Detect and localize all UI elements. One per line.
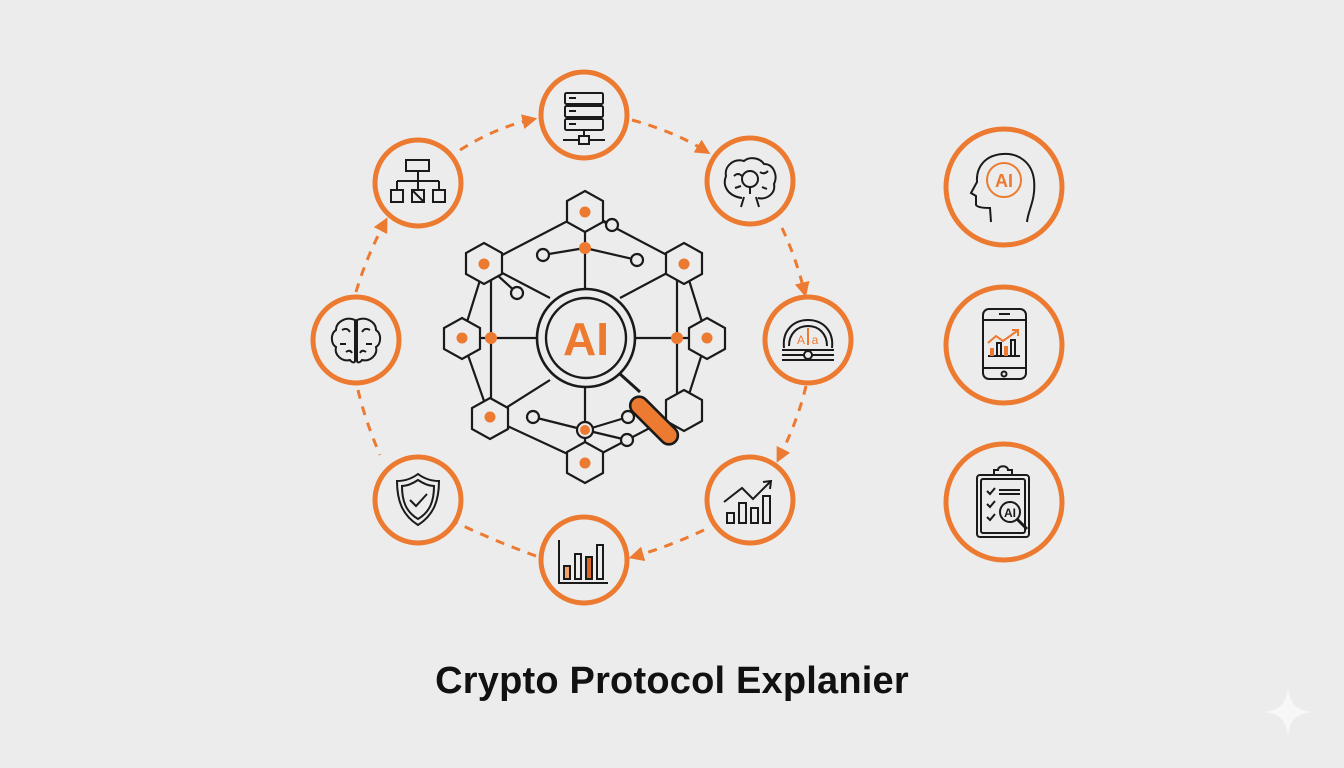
node-mobile-analytics[interactable] (943, 284, 1065, 406)
center-ai-label: AI (563, 313, 609, 365)
node-brain[interactable] (310, 294, 402, 386)
hierarchy-icon (390, 159, 446, 203)
brain-circuit-icon (723, 157, 777, 208)
svg-text:a: a (812, 333, 819, 347)
growth-chart-icon (723, 479, 773, 524)
ai-gauge-icon: A a (782, 318, 834, 361)
sparkle-icon (1264, 688, 1312, 736)
svg-text:A: A (797, 333, 805, 347)
node-shield[interactable] (372, 454, 464, 546)
bar-chart-icon (558, 540, 608, 584)
node-server[interactable] (538, 69, 630, 161)
node-ai-head[interactable]: AI (943, 126, 1065, 248)
page-title: Crypto Protocol Explanier (435, 660, 909, 702)
svg-text:AI: AI (995, 171, 1013, 191)
svg-text:AI: AI (1004, 506, 1016, 520)
node-ai-gauge[interactable]: A a (762, 294, 854, 386)
server-rack-icon (563, 92, 605, 145)
central-network[interactable]: AI (442, 189, 727, 485)
node-bar-chart[interactable] (538, 514, 630, 606)
brain-icon (330, 317, 382, 364)
node-org-chart[interactable] (372, 137, 464, 229)
clipboard-ai-icon: AI (976, 465, 1030, 538)
cycle-arrows (354, 114, 810, 562)
node-growth-chart[interactable] (704, 454, 796, 546)
ai-head-icon: AI (969, 152, 1036, 223)
shield-check-icon (395, 472, 441, 527)
node-brain-circuit[interactable] (704, 135, 796, 227)
node-ai-checklist[interactable]: AI (943, 441, 1065, 563)
mobile-chart-icon (982, 308, 1027, 380)
